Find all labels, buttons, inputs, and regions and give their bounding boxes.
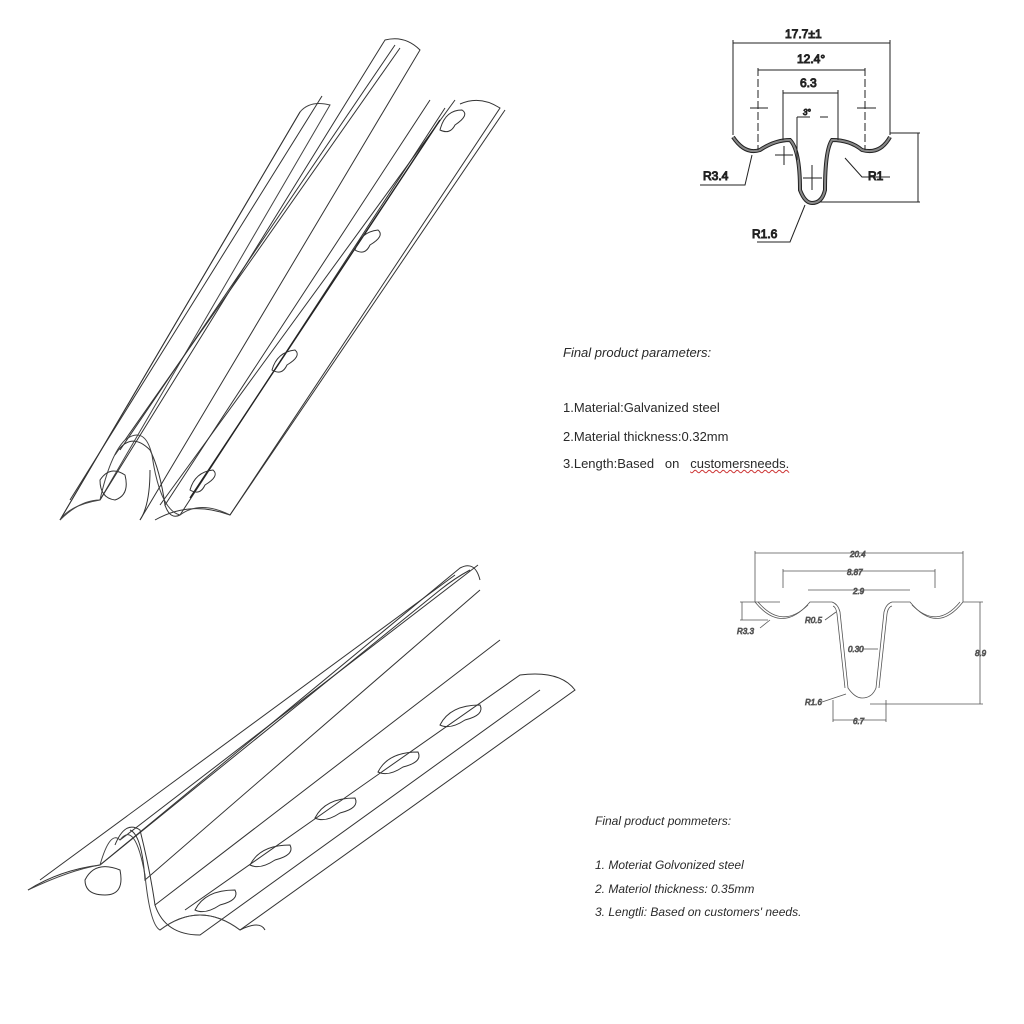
params-1-line-1: 1.Material:Galvanized steel [563, 400, 720, 415]
dim-thickness-2: 0.30 [848, 645, 864, 654]
dim-inner-2: 2.9 [852, 587, 865, 596]
params-2-line-3: 3. Lengtli: Based on customers' needs. [595, 905, 802, 919]
dim-inner: 6.3 [800, 76, 817, 90]
params-1-line-3-tail: customersneeds. [690, 456, 790, 471]
params-1-line-2: 2.Material thickness:0.32mm [563, 429, 729, 444]
dim-r-top: R1 [868, 169, 884, 183]
params-1-line-3: 3.Length:Based on customersneeds. [563, 456, 789, 471]
dim-r-bottom-2: R1.6 [805, 698, 822, 707]
dim-r-bottom: R1.6 [752, 227, 778, 241]
params-1-title: Final product parameters: [563, 345, 712, 360]
dim-mid-2: 8.87 [847, 568, 863, 577]
dim-mid: 12.4° [797, 52, 825, 66]
dim-r-outer: R3.4 [703, 169, 729, 183]
dim-overall: 17.7±1 [785, 27, 822, 41]
params-2-title: Final product pommeters: [595, 814, 732, 828]
dim-angle: 3° [803, 108, 811, 117]
dim-r-top-2: R0.5 [805, 616, 822, 625]
dim-overall-2: 20.4 [849, 550, 866, 559]
dim-bottom-width-2: 6.7 [853, 717, 865, 726]
dim-height-2: 8.9 [975, 649, 987, 658]
params-2-line-2: 2. Materiol thickness: 0.35mm [595, 882, 755, 896]
params-1-line-3-head: 3.Length:Based on [563, 456, 691, 471]
params-2-line-1: 1. Moteriat Golvonized steel [595, 858, 744, 872]
dim-r-outer-2: R3.3 [737, 627, 754, 636]
